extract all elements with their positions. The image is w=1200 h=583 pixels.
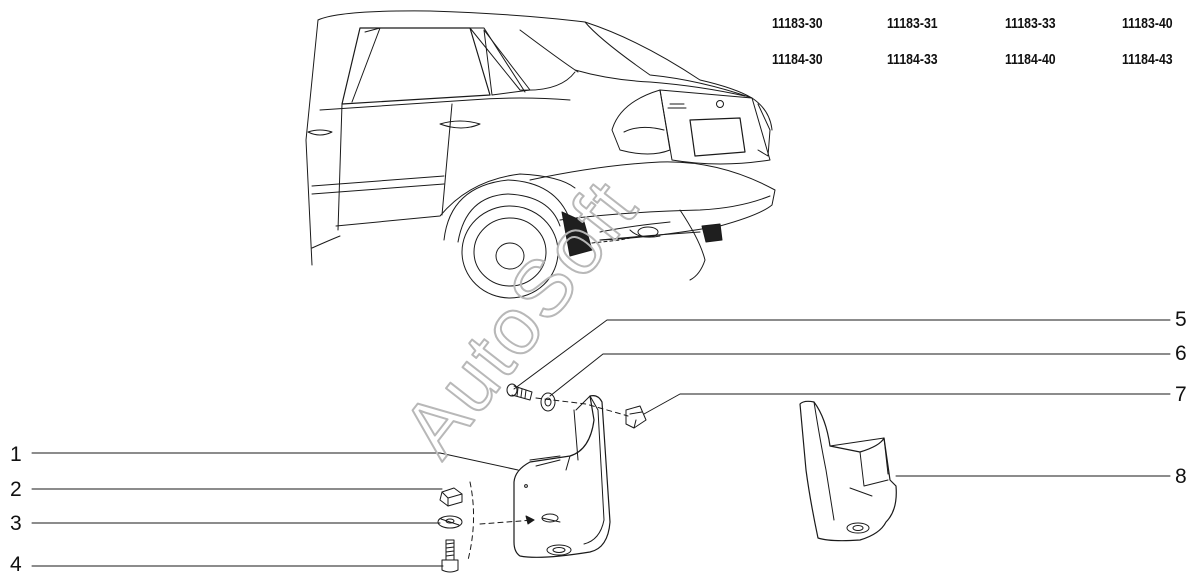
nut-2 xyxy=(439,487,463,507)
screw-5 xyxy=(506,383,533,401)
washer-3 xyxy=(437,515,463,529)
assembly-lines xyxy=(467,397,629,561)
bolt-4 xyxy=(441,539,459,573)
callout-6: 6 xyxy=(1175,342,1187,365)
model-code: 11184-33 xyxy=(887,51,938,68)
model-code: 11183-40 xyxy=(1122,15,1173,32)
callout-7: 7 xyxy=(1175,383,1187,406)
model-code: 11183-31 xyxy=(887,15,938,32)
watermark-text: AutoSoft xyxy=(385,163,654,472)
car-illustration xyxy=(305,10,776,299)
arrow-head xyxy=(525,515,535,525)
mud-flap-left xyxy=(513,395,611,558)
callout-2: 2 xyxy=(10,478,22,501)
callout-8: 8 xyxy=(1175,465,1187,488)
leader-lines xyxy=(31,319,1171,567)
callout-4: 4 xyxy=(10,553,22,576)
callout-1: 1 xyxy=(10,443,22,466)
model-code: 11184-43 xyxy=(1122,51,1173,68)
washer-6 xyxy=(540,392,556,412)
mud-flap-right xyxy=(799,400,897,542)
clip-nut-7 xyxy=(625,405,647,429)
model-code: 11184-30 xyxy=(772,51,823,68)
callout-3: 3 xyxy=(10,512,22,535)
watermark: AutoSoft xyxy=(384,162,655,473)
model-code: 11183-33 xyxy=(1005,15,1056,32)
callout-5: 5 xyxy=(1175,308,1187,331)
model-code: 11184-40 xyxy=(1005,51,1056,68)
model-code: 11183-30 xyxy=(772,15,823,32)
